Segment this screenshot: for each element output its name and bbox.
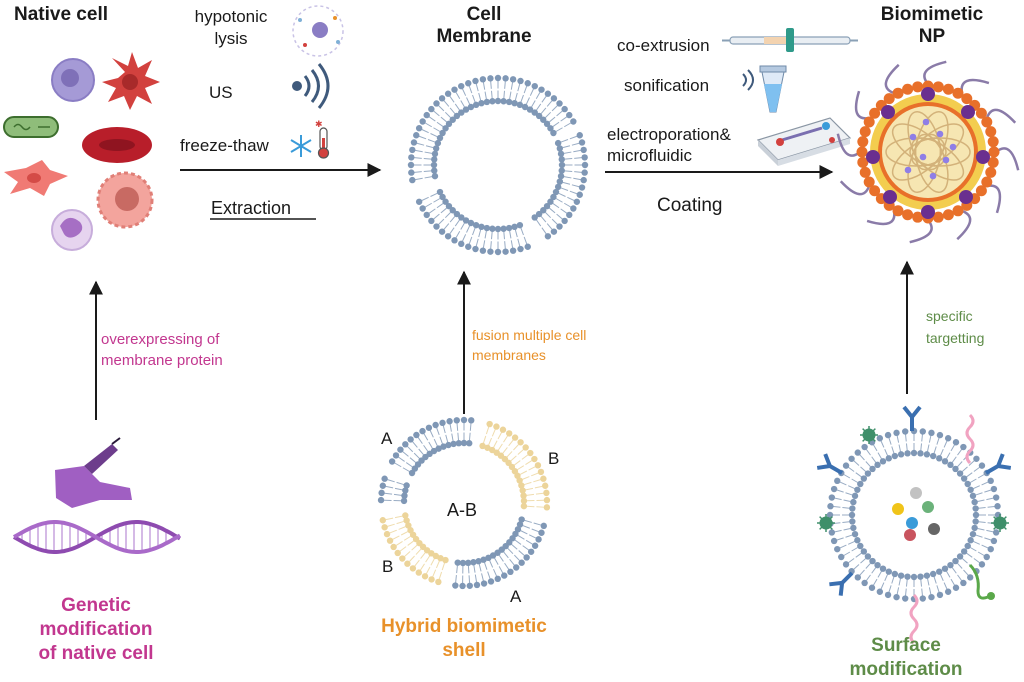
us-label: US <box>209 83 233 102</box>
neutrophil-icon <box>51 209 93 251</box>
surface-arrow-label-line2: targetting <box>926 330 985 346</box>
biomimetic-np-title-line2: NP <box>918 26 946 47</box>
svg-text:✱: ✱ <box>315 120 323 130</box>
hybrid-arrow-label-line2: membranes <box>472 347 546 363</box>
hybrid-caption: Hybrid biomimetic shell <box>364 615 564 663</box>
hybrid-caption-line1: Hybrid biomimetic <box>381 616 547 637</box>
lysis-cell-icon <box>292 5 344 57</box>
cell-membrane-title-line1: Cell <box>466 4 502 25</box>
biomimetic-np-title: Biomimetic NP <box>872 4 992 48</box>
coating-label: Coating <box>657 195 723 216</box>
genetic-caption: Genetic modification of native cell <box>6 594 186 666</box>
hybrid-caption-line2: shell <box>442 640 486 661</box>
co-extrusion-label: co-extrusion <box>617 36 710 55</box>
hybrid-label-a-top: A <box>381 429 393 448</box>
hypotonic-lysis-line2: lysis <box>214 29 248 48</box>
tumor-cell-icon <box>96 171 154 229</box>
thermometer-icon: ✱ <box>315 120 330 159</box>
genetic-arrow-label-line2: membrane protein <box>101 352 223 369</box>
hybrid-arrow-label-line1: fusion multiple cell <box>472 327 587 343</box>
bacterium-icon <box>3 116 59 138</box>
biomimetic-np-title-line1: Biomimetic <box>880 4 984 25</box>
sonification-label: sonification <box>624 76 710 95</box>
lymphocyte-icon <box>51 58 95 102</box>
hybrid-label-b-top: B <box>548 449 560 468</box>
extraction-label: Extraction <box>211 198 292 218</box>
genetic-caption-line2: modification <box>39 619 153 640</box>
electroporation-label: electroporation& microfluidic <box>607 124 731 166</box>
snowflake-icon <box>290 135 312 157</box>
microfluidic-chip-icon <box>756 117 852 166</box>
genetic-arrow-label-line1: overexpressing of <box>101 331 220 348</box>
genetic-caption-line3: of native cell <box>38 643 154 664</box>
hybrid-label-a-bottom: A <box>510 587 522 606</box>
dendritic-cell-icon <box>102 52 160 110</box>
surface-caption-line1: Surface <box>871 635 941 656</box>
surface-caption-line2: modification <box>849 659 963 680</box>
biomimetic-nanoparticle-icon <box>836 60 1020 244</box>
surface-arrow-label: specific targetting <box>926 305 984 349</box>
genetic-arrow-label: overexpressing of membrane protein <box>101 329 223 371</box>
surface-arrow-label-line1: specific <box>926 308 973 324</box>
surface-caption: Surface modification <box>826 634 986 682</box>
electroporation-line2: microfluidic <box>607 146 693 165</box>
surface-modified-vesicle-icon <box>816 405 1012 645</box>
dna-editing-icon <box>12 437 181 554</box>
red-blood-cell-icon <box>82 127 152 163</box>
cell-membrane-title: Cell Membrane <box>428 4 540 48</box>
hand-pen-icon <box>55 437 132 508</box>
ultrasound-icon <box>292 63 330 109</box>
native-cell-title: Native cell <box>14 4 108 25</box>
hybrid-arrow-label: fusion multiple cell membranes <box>472 325 586 365</box>
hypotonic-lysis-line1: hypotonic <box>194 7 268 26</box>
cell-membrane-bilayer <box>407 74 589 256</box>
genetic-caption-line1: Genetic <box>61 595 131 616</box>
native-cells-icon <box>3 52 160 251</box>
cell-membrane-title-line2: Membrane <box>436 26 532 47</box>
hybrid-membrane-ring <box>377 416 551 590</box>
electroporation-line1: electroporation& <box>607 125 731 144</box>
hybrid-label-center: A-B <box>447 500 478 520</box>
freeze-thaw-label: freeze-thaw <box>180 136 269 155</box>
fibroblast-icon <box>4 160 68 196</box>
dna-helix-icon <box>12 520 181 554</box>
hypotonic-lysis-label: hypotonic lysis <box>190 6 272 50</box>
hybrid-label-b-bottom: B <box>382 557 394 576</box>
sonication-tube-icon <box>742 65 787 113</box>
syringe-extruder-icon <box>722 28 858 52</box>
